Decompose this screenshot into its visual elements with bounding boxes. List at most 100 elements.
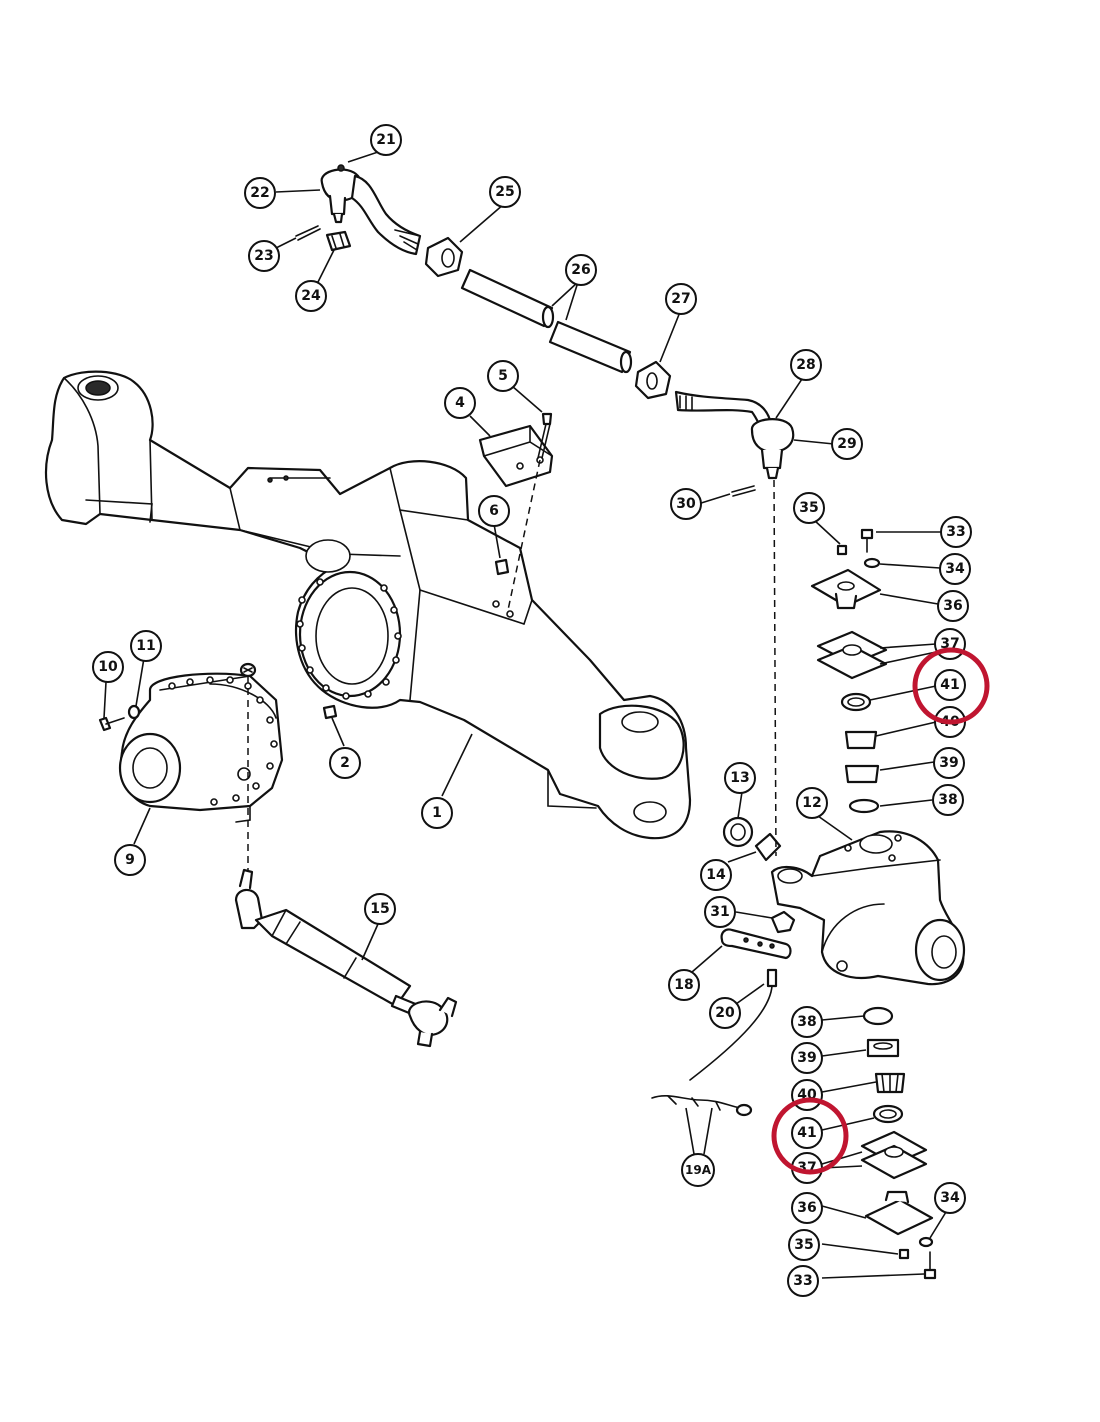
callout-label: 2 — [340, 755, 350, 771]
axle-housing — [44, 370, 692, 840]
callout-label: 18 — [674, 977, 693, 993]
callout-33-upper: 33 — [940, 516, 972, 548]
callout-10: 10 — [92, 651, 124, 683]
highlight-ring-lower — [771, 1097, 849, 1175]
callout-35-lower: 35 — [788, 1229, 820, 1261]
callout-21: 21 — [370, 124, 402, 156]
washer-34-upper — [863, 557, 881, 569]
seal-13 — [722, 816, 754, 848]
callout-label: 29 — [837, 436, 856, 452]
callout-22: 22 — [244, 177, 276, 209]
wire-19a — [651, 1094, 753, 1117]
bracket-4 — [478, 424, 554, 488]
tie-rod-end-right — [674, 390, 795, 480]
highlight-ring-upper — [912, 647, 990, 725]
callout-label: 34 — [945, 561, 965, 577]
callout-41-upper: 41 — [934, 669, 966, 701]
callout-label: 20 — [715, 1005, 735, 1021]
callout-26: 26 — [565, 254, 597, 286]
callout-9: 9 — [114, 844, 146, 876]
callout-38-upper: 38 — [932, 784, 964, 816]
jam-nut-25 — [424, 236, 464, 278]
callout-label: 39 — [939, 755, 958, 771]
callout-5: 5 — [487, 360, 519, 392]
callout-15: 15 — [364, 893, 396, 925]
differential-carrier — [118, 672, 284, 823]
seal-41-upper — [840, 692, 872, 712]
callout-label: 13 — [730, 770, 749, 786]
callout-1: 1 — [421, 797, 453, 829]
callout-label: 41 — [940, 677, 959, 693]
bearing-40-upper — [844, 730, 878, 750]
bolt-33-lower — [923, 1251, 937, 1280]
steering-cylinder — [234, 868, 458, 1048]
dashed-line-kingpin — [773, 479, 777, 857]
callout-34-upper: 34 — [939, 553, 971, 585]
bolt-10 — [98, 716, 125, 732]
callout-label: 24 — [301, 288, 321, 304]
callout-label: 23 — [254, 248, 273, 264]
callout-11: 11 — [130, 630, 162, 662]
callout-label: 14 — [706, 867, 726, 883]
leader-lines — [103, 149, 947, 1279]
pin-18 — [720, 928, 792, 960]
callout-label: 33 — [793, 1273, 812, 1289]
callout-35-upper: 35 — [793, 492, 825, 524]
callout-41-lower: 41 — [791, 1117, 823, 1149]
callout-20: 20 — [709, 997, 741, 1029]
shim-38-upper — [848, 798, 880, 814]
callout-label: 30 — [676, 496, 696, 512]
shim-37-upper — [816, 630, 888, 680]
jam-nut-27 — [634, 360, 672, 400]
callout-39-upper: 39 — [933, 747, 965, 779]
shim-37-lower — [860, 1130, 928, 1180]
callout-label: 38 — [938, 792, 957, 808]
pin-2 — [322, 704, 338, 720]
callout-39-lower: 39 — [791, 1042, 823, 1074]
bearing-40-lower — [874, 1072, 906, 1094]
shim-38-lower — [862, 1006, 894, 1026]
cup-39-upper — [844, 764, 880, 784]
callout-12: 12 — [796, 787, 828, 819]
callout-4: 4 — [444, 387, 476, 419]
nut-31 — [770, 910, 796, 934]
callout-30: 30 — [670, 488, 702, 520]
callout-6: 6 — [478, 495, 510, 527]
cotter-pin-23 — [295, 225, 321, 241]
bushing-14 — [754, 832, 782, 862]
callout-label: 26 — [571, 262, 590, 278]
callout-28: 28 — [790, 349, 822, 381]
callout-31: 31 — [704, 896, 736, 928]
fitting-35-lower — [898, 1248, 910, 1260]
callout-label: 10 — [98, 659, 118, 675]
callout-label: 36 — [943, 598, 962, 614]
callout-label: 38 — [797, 1014, 816, 1030]
seal-41-lower — [872, 1104, 904, 1124]
cap-36-upper — [810, 568, 882, 610]
callout-label: 11 — [136, 638, 155, 654]
callout-label: 36 — [797, 1200, 816, 1216]
callout-23: 23 — [248, 240, 280, 272]
tube-26-b — [548, 320, 633, 374]
cap-36-lower — [864, 1190, 934, 1236]
callout-29: 29 — [831, 428, 863, 460]
callout-13: 13 — [724, 762, 756, 794]
callout-label: 1 — [432, 805, 442, 821]
dashed-line-bolt5 — [507, 459, 541, 611]
callout-label: 25 — [495, 184, 514, 200]
callout-34-lower: 34 — [934, 1182, 966, 1214]
callout-label: 35 — [794, 1237, 813, 1253]
callout-25: 25 — [489, 176, 521, 208]
callout-label: 39 — [797, 1050, 816, 1066]
callout-19a: 19A — [681, 1153, 715, 1187]
callout-label: 9 — [125, 852, 135, 868]
tube-26-a — [460, 268, 555, 329]
callout-36-lower: 36 — [791, 1192, 823, 1224]
callout-label: 27 — [671, 291, 690, 307]
callout-label: 6 — [489, 503, 499, 519]
callout-label: 41 — [797, 1125, 816, 1141]
callout-label: 28 — [796, 357, 815, 373]
callout-36-upper: 36 — [937, 590, 969, 622]
callout-40-lower: 40 — [791, 1079, 823, 1111]
